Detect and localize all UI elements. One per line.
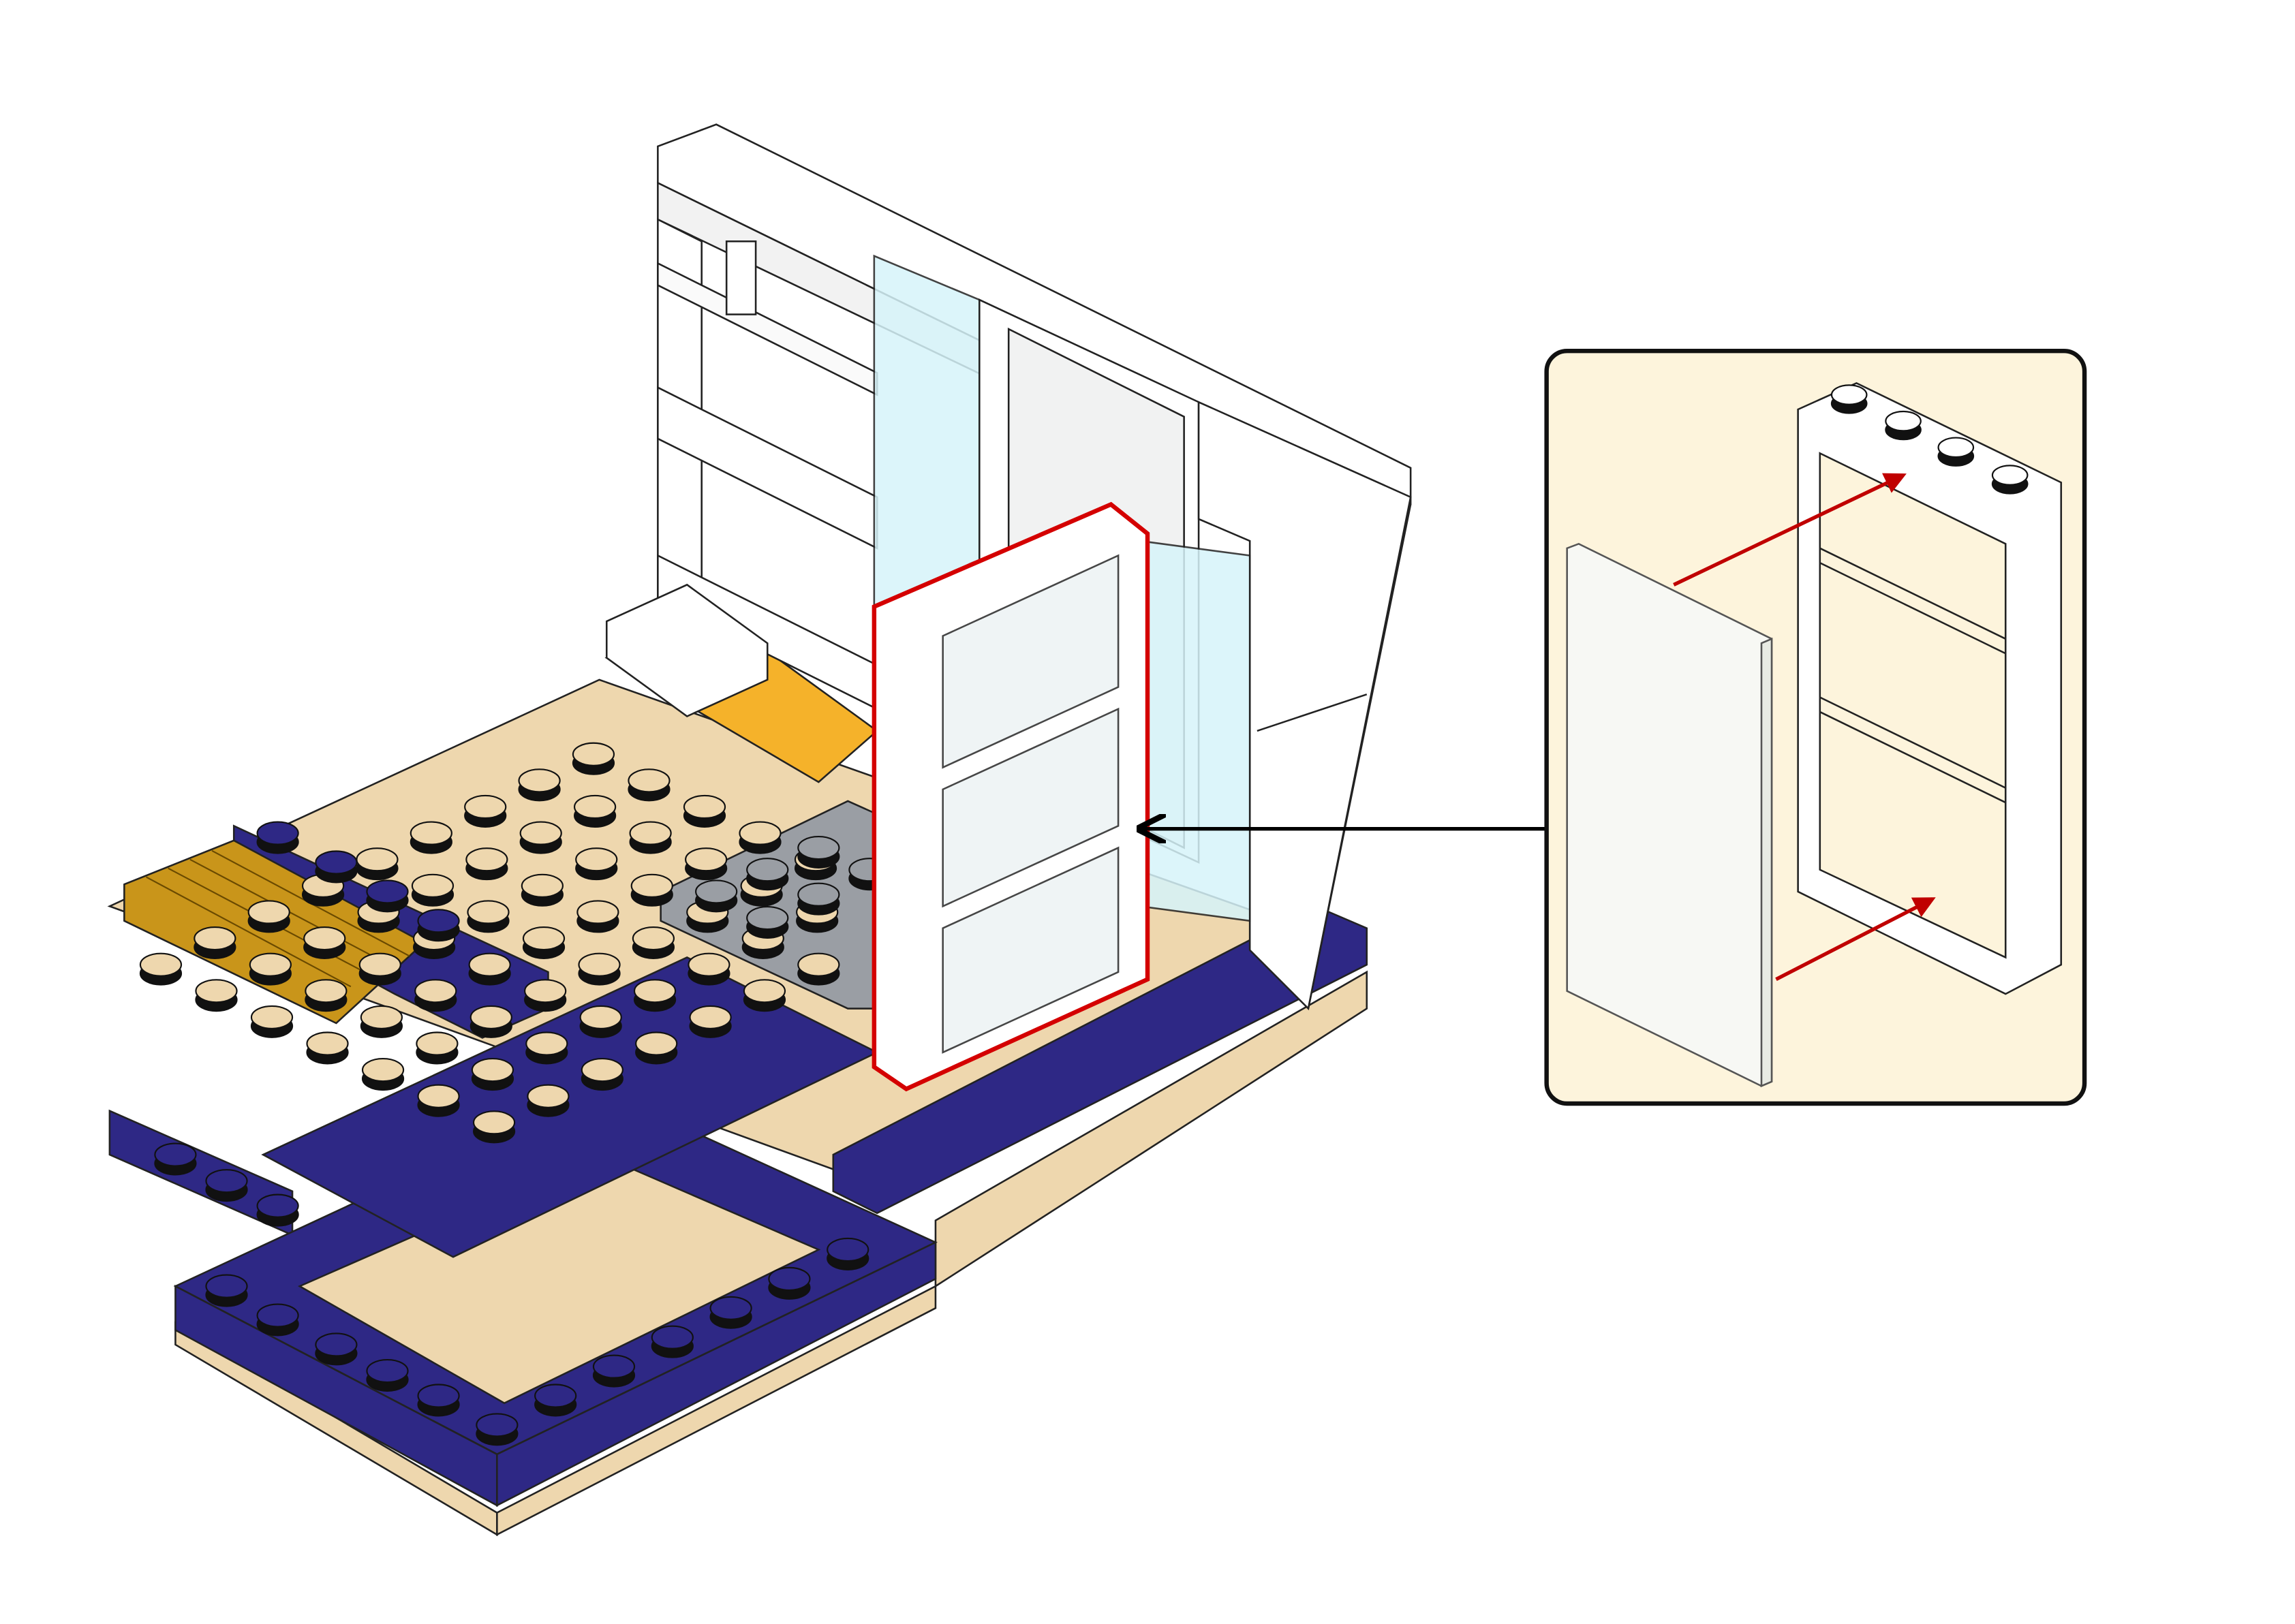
stud [472, 1110, 516, 1144]
stud [256, 821, 299, 854]
stud [524, 979, 567, 1012]
stud [468, 952, 511, 986]
stud [578, 952, 621, 986]
stud [635, 1031, 678, 1065]
tan-base-side-right [496, 1285, 937, 1536]
stud [746, 905, 789, 939]
stud [683, 794, 726, 828]
stud [306, 1031, 349, 1065]
stud [581, 1058, 623, 1091]
stud [305, 979, 348, 1012]
window-pane-mid [942, 707, 1120, 908]
stud [476, 1413, 519, 1446]
stud [572, 742, 615, 775]
stud [534, 1384, 577, 1417]
stud [417, 1384, 460, 1417]
stud [633, 979, 677, 1012]
stud [630, 873, 673, 907]
stud [651, 1325, 694, 1358]
stud [632, 926, 675, 960]
callout-arrow-bottom [1775, 897, 1936, 982]
stud [519, 821, 562, 854]
stud [1830, 384, 1868, 414]
stud [417, 909, 460, 942]
stud [579, 1005, 622, 1038]
stud [366, 1358, 409, 1392]
stud [315, 850, 358, 884]
stud [366, 879, 409, 913]
stud [465, 847, 508, 881]
stud [574, 794, 617, 828]
stud [250, 1005, 294, 1038]
stud [1991, 465, 2029, 495]
stud [797, 952, 840, 986]
stud [139, 952, 183, 986]
stud [414, 979, 457, 1012]
stud [695, 879, 738, 913]
stud [768, 1266, 811, 1300]
new-window-highlight [872, 501, 1150, 1092]
callout-arrow-top [1673, 473, 1907, 587]
white-slope-brick [1197, 401, 1412, 1011]
stud [361, 1058, 405, 1091]
stud [522, 926, 566, 960]
stud [575, 847, 618, 881]
stud [360, 1005, 403, 1038]
stud [411, 873, 455, 907]
stud [629, 821, 672, 854]
callout-window-frame [1797, 381, 2063, 995]
stud [410, 821, 452, 854]
stud [358, 952, 401, 986]
stud [471, 1058, 514, 1091]
stud [194, 926, 236, 960]
stud [1937, 437, 1975, 467]
stud [1885, 410, 1922, 441]
stud [417, 1084, 460, 1117]
stud [628, 768, 671, 802]
stud [356, 847, 399, 881]
stud [709, 1296, 752, 1329]
stud [303, 926, 346, 960]
stud [154, 1142, 197, 1176]
stud [739, 821, 782, 854]
stud [592, 1354, 636, 1388]
stud [527, 1084, 570, 1117]
stud [256, 1193, 299, 1227]
white-1x2-brick [605, 583, 769, 717]
stud [205, 1274, 248, 1307]
stud [797, 882, 840, 916]
stud [315, 1332, 358, 1366]
stud [467, 900, 510, 933]
sub-assembly-callout [1544, 348, 2087, 1106]
stud [743, 979, 786, 1012]
stud [797, 835, 840, 869]
stud [249, 952, 292, 986]
white-clip [725, 240, 757, 315]
stud [686, 900, 729, 933]
stud [464, 794, 507, 828]
stud [746, 858, 789, 891]
stud [688, 952, 730, 986]
stud [518, 768, 561, 802]
stud [689, 1005, 732, 1038]
stud [525, 1031, 568, 1065]
trans-blue-right-column [1139, 540, 1251, 922]
stud [416, 1031, 459, 1065]
callout-glass-pane [1566, 542, 1773, 1088]
callout-studs [1830, 384, 2029, 495]
stud [247, 900, 290, 933]
stud [521, 873, 564, 907]
stud [195, 979, 238, 1012]
window-pane-bottom [942, 846, 1120, 1054]
stud [256, 1303, 299, 1337]
stud [685, 847, 728, 881]
stud [827, 1237, 869, 1270]
stud [576, 900, 619, 933]
window-pane-top [942, 554, 1120, 769]
stud [205, 1169, 248, 1202]
stud [469, 1005, 512, 1038]
